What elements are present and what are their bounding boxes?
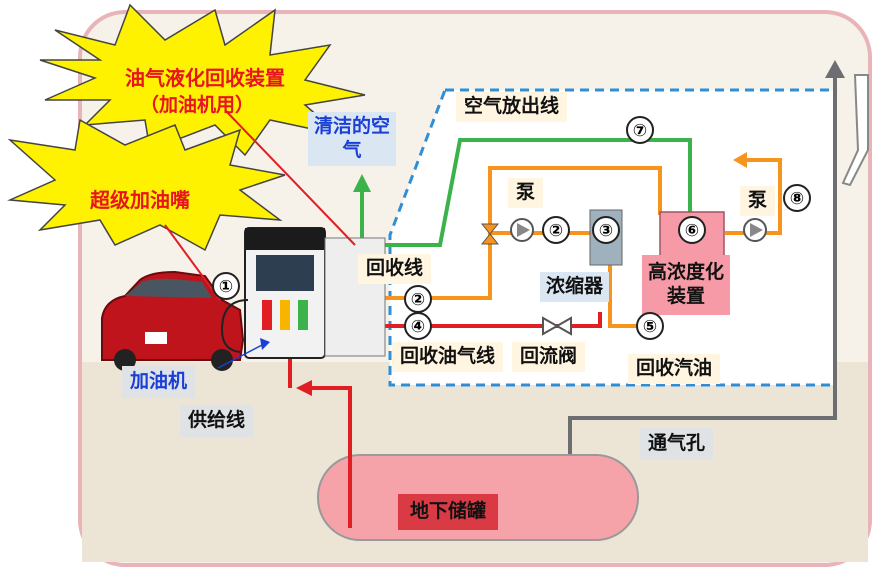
vent-pipe bbox=[568, 72, 837, 462]
marker-4: ④ bbox=[404, 312, 432, 340]
high-concentration-device-label: 高浓度化 装置 bbox=[642, 255, 731, 315]
dispenser-label: 加油机 bbox=[122, 366, 196, 398]
vent-label: 通气孔 bbox=[640, 428, 714, 460]
marker-7: ⑦ bbox=[626, 116, 654, 144]
dispenser-icon bbox=[220, 227, 386, 359]
recovered-gasoline-label: 回收汽油 bbox=[628, 354, 721, 384]
marker-3: ③ bbox=[592, 216, 620, 244]
air-line bbox=[362, 138, 692, 247]
supply-line-label: 供给线 bbox=[180, 405, 254, 437]
vent-stack bbox=[841, 74, 869, 187]
recovery-vapor-line-label: 回收油气线 bbox=[392, 342, 504, 372]
air-arrow bbox=[353, 174, 371, 192]
dispenser-pointer bbox=[217, 344, 263, 369]
marker-5: ⑤ bbox=[636, 312, 664, 340]
starburst-nozzle bbox=[7, 118, 286, 252]
marker-6: ⑥ bbox=[678, 216, 706, 244]
clean-air-label: 清洁的空 气 bbox=[308, 112, 397, 166]
recovery-loop-top bbox=[488, 166, 662, 233]
pump-left-label: 泵 bbox=[508, 178, 544, 208]
marker-2-a: ② bbox=[404, 285, 432, 313]
system-subtitle: （加油机用） bbox=[140, 94, 255, 116]
system-title: 油气液化回收装置 bbox=[125, 66, 285, 90]
supply-line bbox=[310, 386, 352, 528]
dispenser-pointer-arrow bbox=[260, 338, 270, 350]
car-icon bbox=[101, 270, 245, 371]
marker-8: ⑧ bbox=[783, 184, 811, 212]
marker-2-b: ② bbox=[542, 216, 570, 244]
loop-arrow bbox=[733, 152, 747, 168]
return-valve-icon bbox=[542, 316, 572, 336]
pump-icon-triangle bbox=[517, 223, 530, 237]
callout-pointer bbox=[224, 109, 356, 246]
callout-pointer bbox=[164, 224, 221, 301]
pump-icon-triangle bbox=[750, 223, 763, 237]
vent-arrow bbox=[825, 60, 845, 78]
three-way-valve-icon bbox=[480, 223, 500, 245]
nozzle-callout: 超级加油嘴 bbox=[90, 188, 190, 212]
return-valve-label: 回流阀 bbox=[512, 342, 586, 372]
air-discharge-line-label: 空气放出线 bbox=[456, 92, 568, 122]
recovery-line-label: 回收线 bbox=[358, 254, 432, 284]
underground-tank-label: 地下储罐 bbox=[398, 494, 499, 530]
condenser-label: 浓缩器 bbox=[540, 272, 610, 302]
marker-1: ① bbox=[212, 272, 240, 300]
supply-arrow bbox=[296, 380, 312, 396]
pump-right-label: 泵 bbox=[740, 186, 776, 216]
